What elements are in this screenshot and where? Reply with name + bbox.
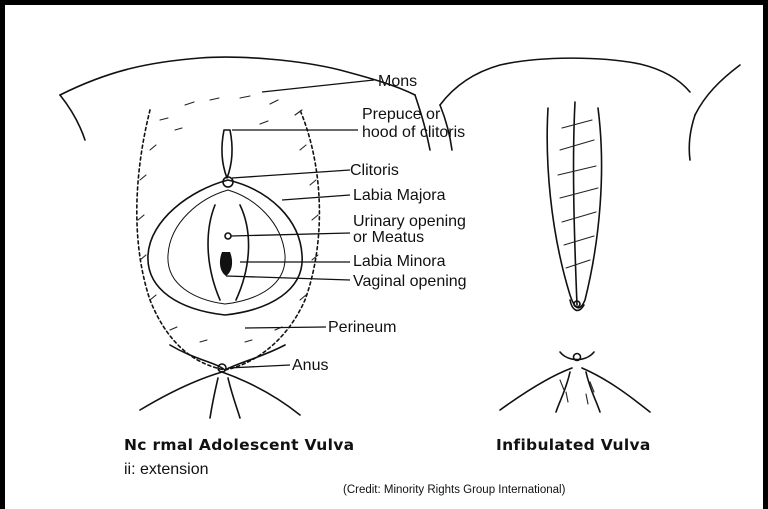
label-urinary-line2: or Meatus (353, 229, 424, 246)
captions: Nc rmal Adolescent Vulva ii: extension I… (124, 436, 651, 496)
label-anus: Anus (292, 357, 328, 374)
label-labia-minora: Labia Minora (353, 253, 446, 270)
label-urinary-line1: Urinary opening (353, 213, 466, 230)
infibulated-vulva-drawing (440, 58, 740, 412)
label-clitoris: Clitoris (350, 162, 399, 179)
credit-line: (Credit: Minority Rights Group Internati… (343, 484, 566, 496)
anatomy-labels: Mons Prepuce or hood of clitoris Clitori… (292, 73, 467, 374)
left-caption-subtitle: ii: extension (124, 461, 209, 478)
label-vaginal-opening: Vaginal opening (353, 273, 467, 290)
label-labia-majora: Labia Majora (353, 187, 446, 204)
label-mons: Mons (378, 73, 417, 90)
left-caption-title: Nc rmal Adolescent Vulva (124, 436, 354, 454)
label-prepuce-line1: Prepuce or (362, 106, 441, 123)
label-perineum: Perineum (328, 319, 396, 336)
right-caption-title: Infibulated Vulva (496, 436, 651, 454)
